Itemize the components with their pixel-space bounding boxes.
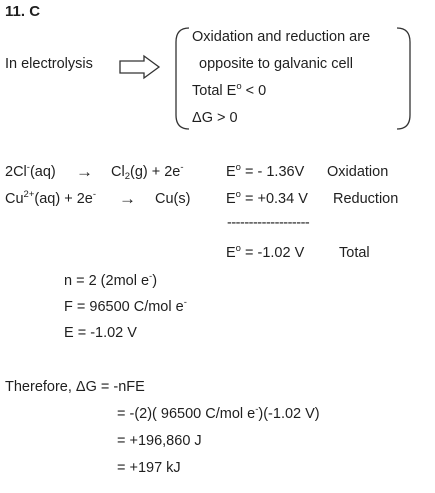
red-kind: Reduction [333,191,399,207]
given-n: n = 2 (2mol e-) [64,271,158,289]
ox-potential: Eo = - 1.36V [226,162,305,180]
ox-reactant: 2Cl-(aq) [5,162,56,180]
box-line-2: opposite to galvanic cell [199,56,353,72]
electrolysis-label: In electrolysis [5,56,93,72]
given-e: E = -1.02 V [64,325,137,341]
therefore-line: Therefore, ΔG = -nFE [5,379,145,395]
total-potential: Eo = -1.02 V [226,243,305,261]
given-f: F = 96500 C/mol e- [64,297,187,315]
step-2: = +196,860 J [117,433,202,449]
ox-product: Cl2(g) + 2e- [111,162,184,182]
red-reactant: Cu2+(aq) + 2e- [5,189,97,207]
red-arrow-icon: → [119,189,136,208]
total-kind: Total [339,245,370,261]
box-line-3: Total Eo < 0 [192,81,267,99]
ox-kind: Oxidation [327,164,389,180]
box-line-1: Oxidation and reduction are [192,29,371,45]
box-line-4: ΔG > 0 [192,110,238,126]
bracket-frame [175,27,411,130]
implies-arrow-icon [119,54,161,80]
sum-divider: ------------------- [227,215,310,231]
problem-title: 11. C [5,3,41,20]
step-3: = +197 kJ [117,460,181,476]
ox-arrow-icon: → [76,162,93,181]
step-1: = -(2)( 96500 C/mol e-)(-1.02 V) [117,404,320,422]
red-potential: Eo = +0.34 V [226,189,308,207]
red-product: Cu(s) [155,191,191,207]
